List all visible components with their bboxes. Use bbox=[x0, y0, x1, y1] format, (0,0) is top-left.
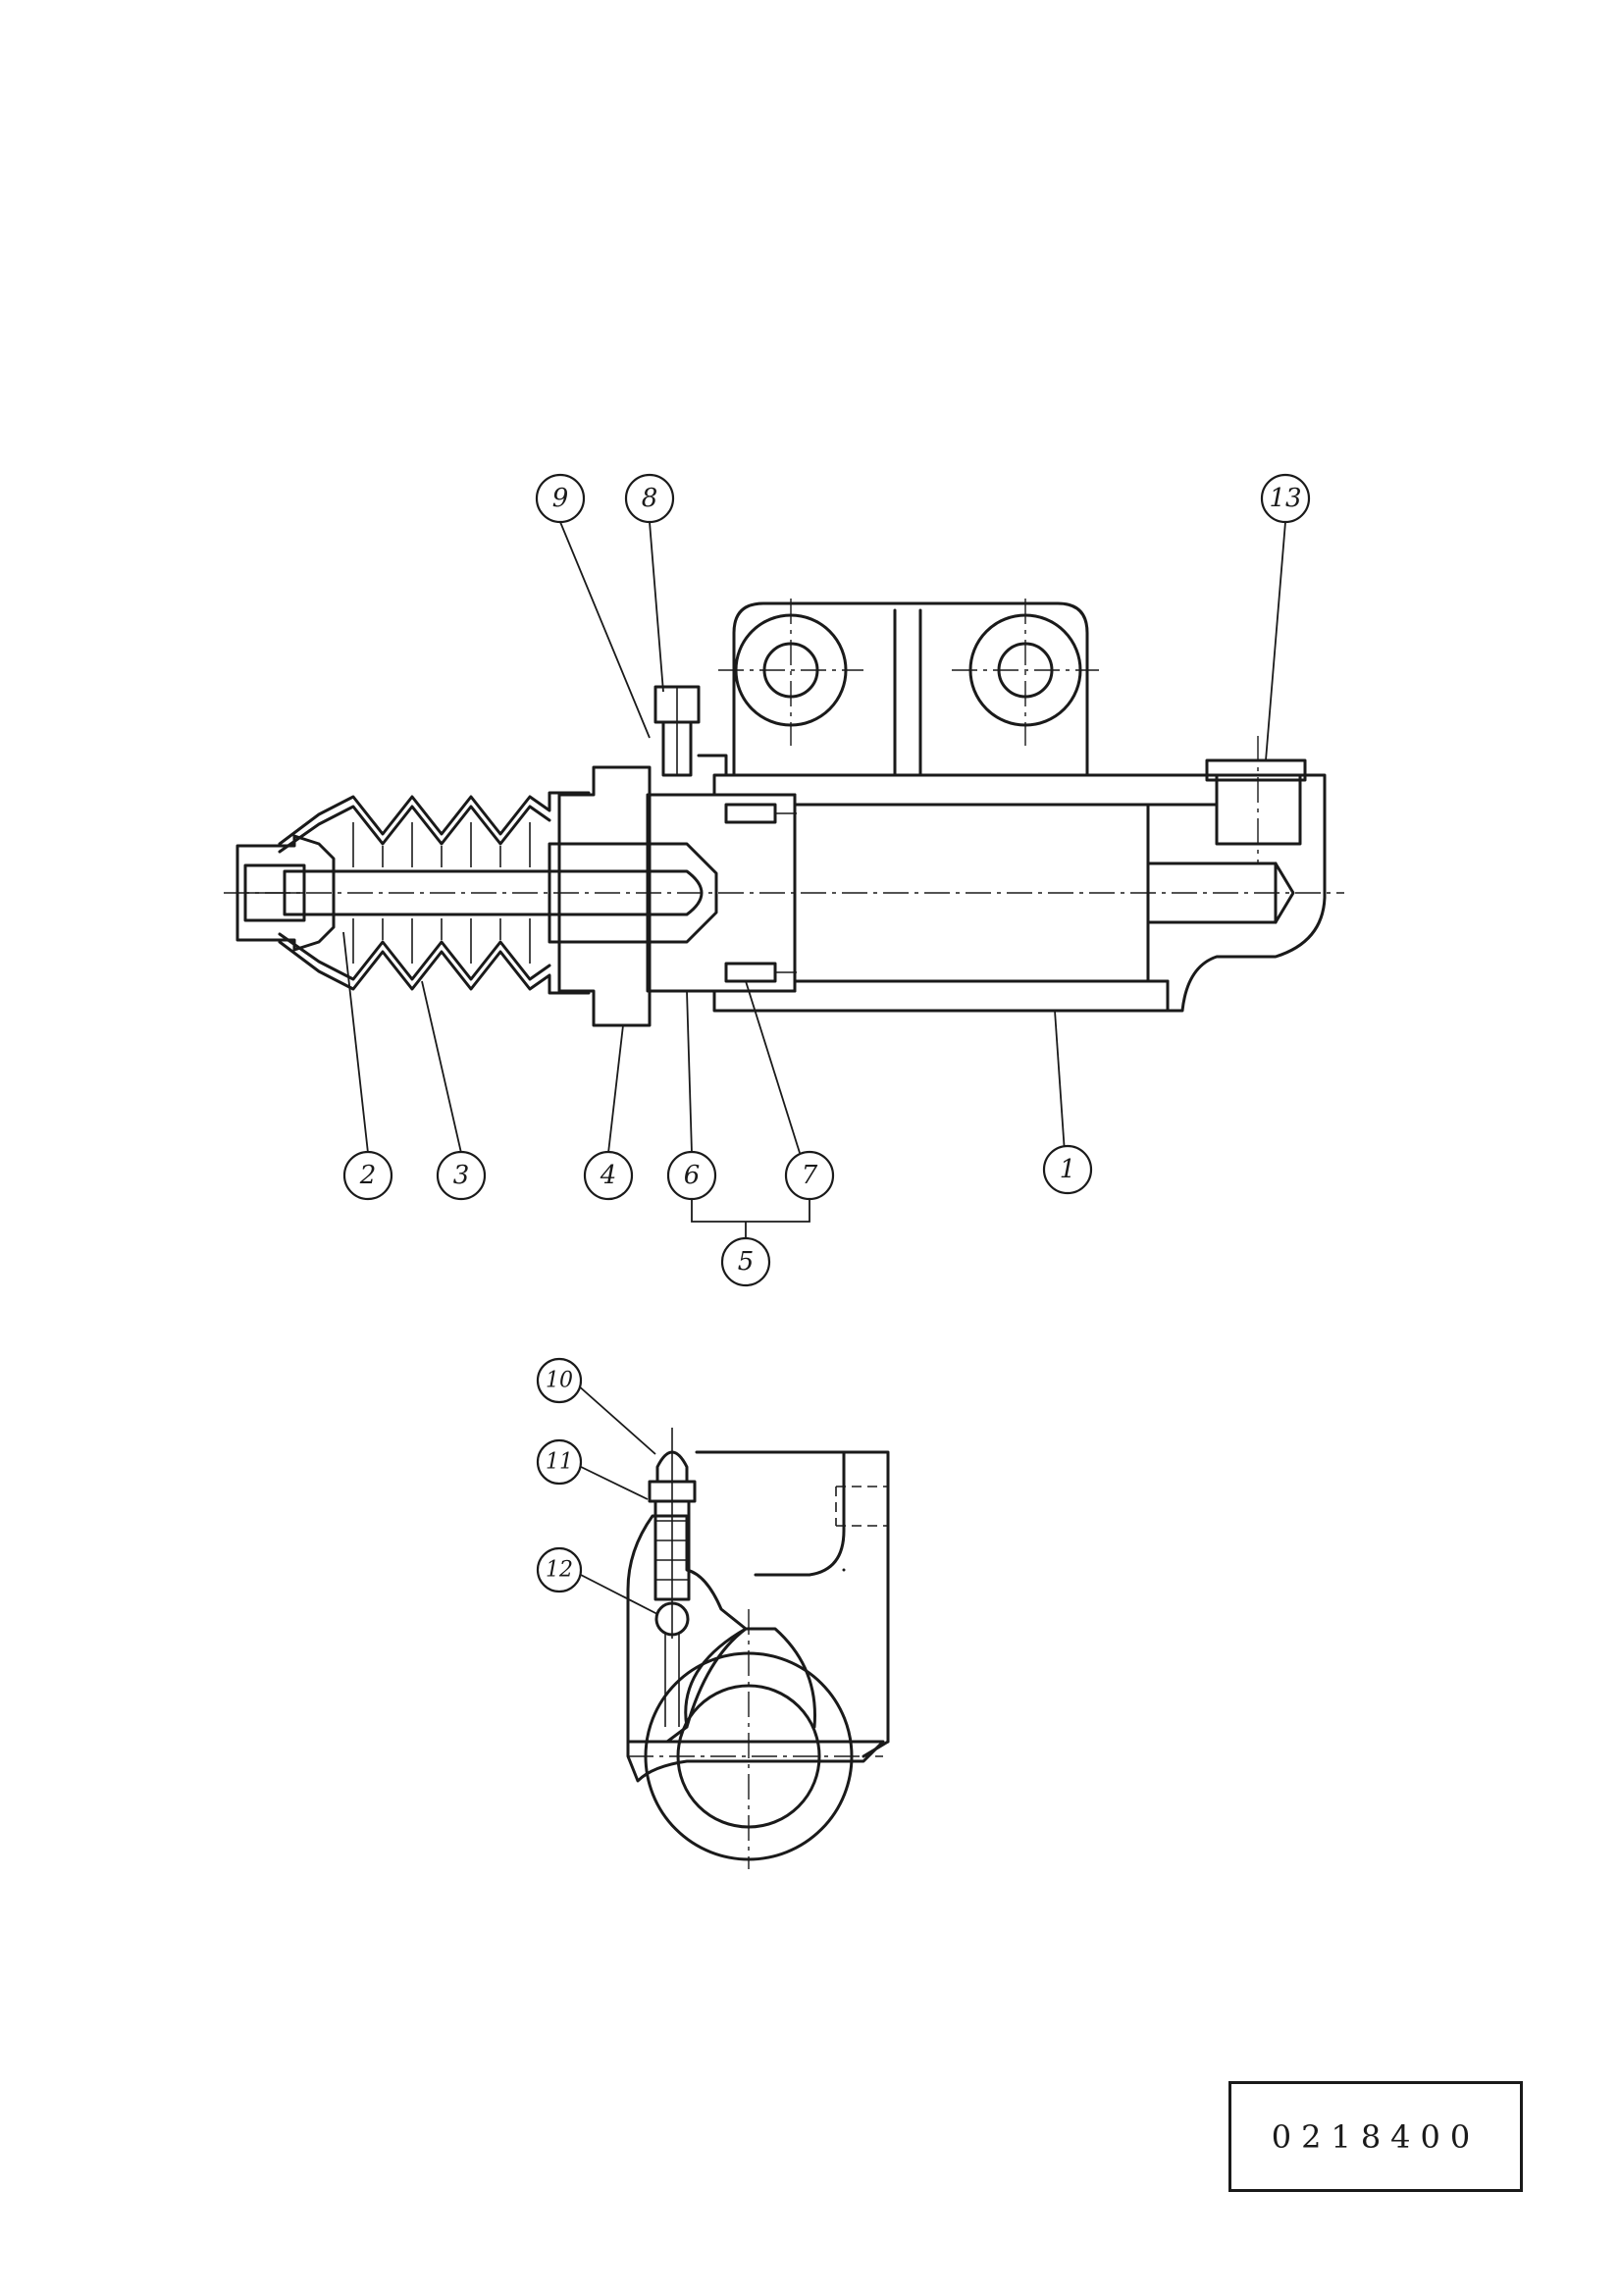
svg-text:6: 6 bbox=[684, 1161, 701, 1190]
rod-end bbox=[235, 834, 336, 952]
rubber-boot bbox=[278, 791, 591, 995]
balloon-9: 9 bbox=[535, 473, 586, 524]
piston-assembly bbox=[646, 793, 797, 993]
svg-text:5: 5 bbox=[738, 1247, 755, 1277]
svg-text:13: 13 bbox=[1269, 484, 1301, 513]
balloon-2: 2 bbox=[342, 1150, 393, 1201]
svg-text:12: 12 bbox=[546, 1558, 573, 1583]
balloon-11: 11 bbox=[536, 1438, 583, 1486]
bleed-screw bbox=[653, 685, 728, 777]
leader-lines-main bbox=[342, 521, 1286, 1238]
part-number: 0218400 bbox=[1271, 2117, 1481, 2156]
svg-text:8: 8 bbox=[642, 484, 658, 513]
balloon-3: 3 bbox=[436, 1150, 487, 1201]
svg-text:2: 2 bbox=[359, 1161, 377, 1190]
side-view: 10 11 12 bbox=[536, 1357, 890, 1869]
mounting-bracket bbox=[718, 599, 1099, 777]
balloon-4: 4 bbox=[583, 1150, 634, 1201]
end-cap bbox=[548, 765, 652, 1027]
balloon-8: 8 bbox=[624, 473, 675, 524]
balloon-5: 5 bbox=[720, 1236, 771, 1287]
main-section-view: 9 8 13 2 3 4 6 7 1 5 bbox=[224, 473, 1344, 1287]
balloon-13: 13 bbox=[1260, 473, 1311, 524]
balloon-6: 6 bbox=[666, 1150, 717, 1201]
balloon-12: 12 bbox=[536, 1546, 583, 1593]
balloon-10: 10 bbox=[536, 1357, 583, 1404]
part-number-box: 0218400 bbox=[1228, 2081, 1523, 2192]
cylinder-body bbox=[712, 736, 1327, 1013]
svg-text:10: 10 bbox=[546, 1369, 573, 1393]
svg-text:1: 1 bbox=[1060, 1155, 1076, 1184]
balloon-7: 7 bbox=[784, 1150, 835, 1201]
svg-text:11: 11 bbox=[546, 1450, 573, 1475]
svg-text:3: 3 bbox=[453, 1161, 470, 1190]
bleeder-valve bbox=[648, 1428, 697, 1727]
balloon-1: 1 bbox=[1042, 1144, 1093, 1195]
push-rod bbox=[283, 869, 704, 916]
svg-text:7: 7 bbox=[802, 1161, 818, 1190]
svg-text:4: 4 bbox=[600, 1161, 617, 1190]
svg-text:9: 9 bbox=[552, 484, 569, 513]
